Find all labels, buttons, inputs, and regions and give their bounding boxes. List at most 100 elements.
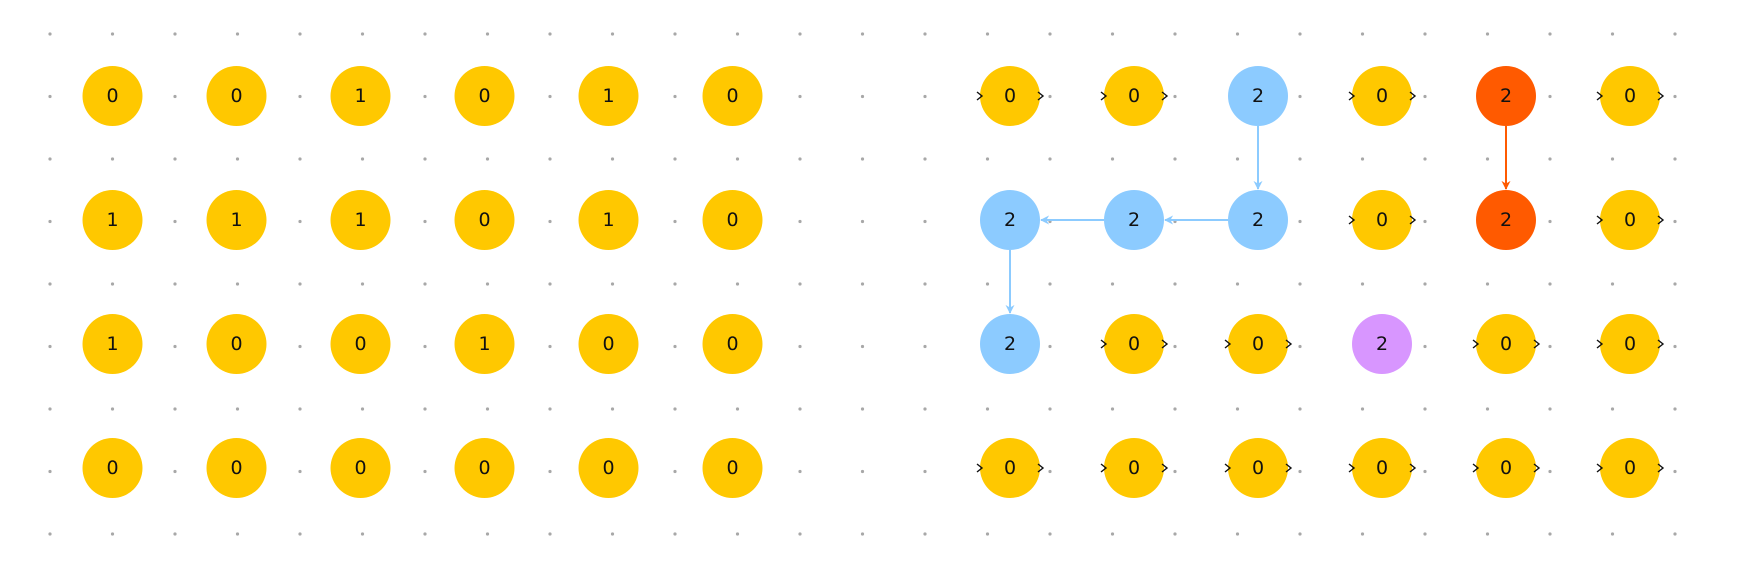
grid-dot [1298,94,1302,99]
input-cell-node: 0 [454,66,515,126]
grid-dot [173,407,177,411]
node-value: 1 [602,85,614,107]
grid-dot [1548,219,1552,224]
grid-dot [1110,157,1115,161]
grid-dot [1298,157,1302,161]
grid-dot [1360,532,1365,536]
grid-dot [1548,282,1552,286]
grid-dot [860,344,865,349]
grid-dot [1610,282,1615,286]
output-cell-node: 0 [976,438,1045,498]
grid-dot [1298,344,1302,349]
grid-dot [235,407,240,411]
output-cell-node: 0 [1100,314,1169,374]
input-cell-node: 0 [206,438,267,498]
node-value: 2 [1004,333,1016,355]
node-value: 0 [106,85,118,107]
input-cell-node: 1 [454,314,515,374]
node-value: 0 [106,457,118,479]
node-circle [1476,438,1536,498]
node-circle [330,66,391,126]
grid-dot [423,344,427,349]
grid-dot [1673,344,1677,349]
node-value: 0 [1128,333,1140,355]
node-value: 2 [1500,209,1512,231]
grid-dot [1360,407,1365,411]
grid-dot [110,282,115,286]
grid-dot [485,157,490,161]
grid-dot [1423,282,1427,286]
grid-dot [798,344,802,349]
background-dot-grid [48,32,1677,536]
node-circle [1600,66,1660,126]
grid-dot [1485,157,1490,161]
grid-dot [1548,157,1552,161]
port-marker [1348,463,1356,473]
node-value: 1 [230,209,242,231]
node-circle [1104,190,1164,250]
node-value: 0 [230,457,242,479]
grid-dot [1235,32,1240,36]
grid-dot [798,532,802,536]
grid-dot [360,407,365,411]
node-value: 2 [1376,333,1388,355]
node-circle [1476,66,1536,126]
node-circle [1104,314,1164,374]
grid-dot [1173,469,1177,474]
output-cell-node: 2 [1104,190,1164,250]
input-cell-node: 0 [702,190,763,250]
node-value: 0 [478,209,490,231]
grid-dot [860,219,865,224]
node-value: 0 [1624,457,1636,479]
port-marker [1161,463,1169,473]
grid-dot [298,469,302,474]
node-value: 0 [1500,333,1512,355]
grid-dot [1485,407,1490,411]
port-marker [1285,463,1293,473]
grid-dot [673,469,677,474]
node-circle [1104,438,1164,498]
grid-dot [298,157,302,161]
input-cell-node: 0 [702,314,763,374]
grid-dot [610,282,615,286]
node-circle [980,66,1040,126]
grid-dot [1673,407,1677,411]
node-value: 0 [1128,85,1140,107]
grid-dot [673,32,677,36]
port-marker [1596,463,1604,473]
grid-dot [360,32,365,36]
node-circle [1228,438,1288,498]
grid-dot [1048,469,1052,474]
grid-dot [673,532,677,536]
node-circle [578,190,639,250]
grid-dot [423,532,427,536]
grid-dot [1548,407,1552,411]
grid-dot [1298,532,1302,536]
grid-dot [798,469,802,474]
grid-dot [985,157,990,161]
node-value: 0 [478,457,490,479]
grid-dot [923,344,927,349]
grid-dot [1485,32,1490,36]
grid-dot [798,94,802,99]
grid-dot [1235,532,1240,536]
grid-dot [1110,32,1115,36]
grid-dot [173,94,177,99]
grid-dot [673,344,677,349]
grid-dot [173,469,177,474]
input-cell-node: 1 [330,190,391,250]
grid-dot [1673,94,1677,99]
grid-dot [485,32,490,36]
node-value: 1 [106,209,118,231]
grid-dot [548,219,552,224]
output-cell-node: 0 [1596,190,1665,250]
grid-dot [1048,157,1052,161]
grid-dot [1485,532,1490,536]
grid-dot [360,532,365,536]
grid-dot [298,94,302,99]
node-circle [980,438,1040,498]
input-cell-node: 0 [82,438,143,498]
port-marker [1285,339,1293,349]
node-value: 0 [1376,209,1388,231]
